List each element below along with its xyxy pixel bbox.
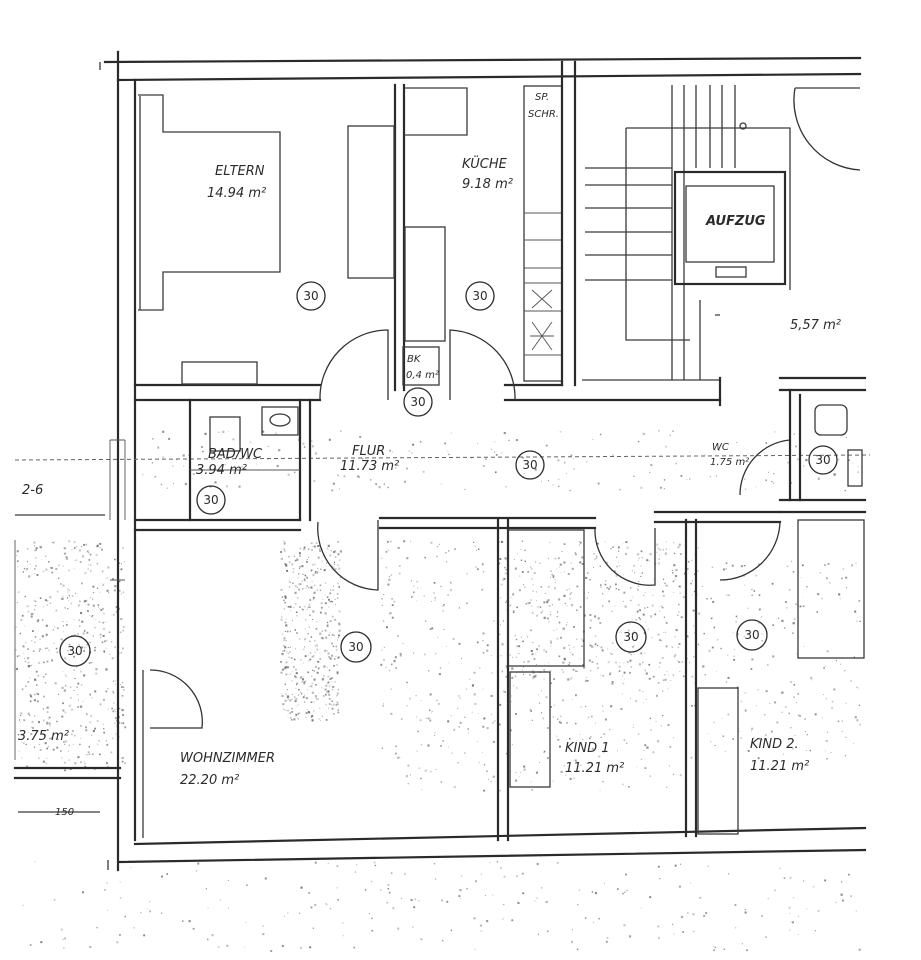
svg-text:30: 30 xyxy=(522,458,537,472)
label-kind2-area: 11.21 m² xyxy=(750,759,809,774)
stairwell xyxy=(582,85,861,381)
svg-text:30: 30 xyxy=(744,628,759,642)
eltern-room xyxy=(133,83,406,402)
label-eltern-name: ELTERN xyxy=(215,164,265,179)
label-sp-line2: SCHR. xyxy=(528,109,559,120)
wc-room xyxy=(739,388,867,514)
svg-text:30: 30 xyxy=(67,644,82,658)
label-section-ref: 2-6 xyxy=(22,483,43,498)
svg-text:30: 30 xyxy=(815,453,830,467)
badge-bad: 30 xyxy=(196,485,226,515)
svg-text:30: 30 xyxy=(203,493,218,507)
bad-wc xyxy=(133,398,302,532)
label-flur-name: FLUR xyxy=(352,444,385,459)
svg-text:30: 30 xyxy=(410,395,425,409)
label-kind2-name: KIND 2. xyxy=(750,737,799,752)
svg-text:30: 30 xyxy=(303,289,318,303)
scan-noise xyxy=(15,430,861,952)
label-kind1-name: KIND 1 xyxy=(565,741,610,756)
label-aufzug: AUFZUG xyxy=(705,214,766,229)
label-kueche-area: 9.18 m² xyxy=(462,177,513,192)
badge-kind2: 30 xyxy=(736,619,768,651)
badge-wc: 30 xyxy=(808,445,838,475)
label-flur-area: 11.73 m² xyxy=(340,459,399,474)
svg-text:30: 30 xyxy=(472,289,487,303)
fire-badges: 30 30 30 30 30 30 30 30 30 30 xyxy=(59,281,838,667)
label-dim-150: 150 xyxy=(55,807,74,818)
badge-kueche: 30 xyxy=(465,281,495,311)
badge-bk: 30 xyxy=(403,387,433,417)
label-wc-name: WC xyxy=(712,442,729,453)
label-kind1-area: 11.21 m² xyxy=(565,761,624,776)
svg-text:30: 30 xyxy=(623,630,638,644)
badge-eltern: 30 xyxy=(296,281,326,311)
label-bad-name: BAD/WC xyxy=(208,447,263,462)
label-wc-area: 1.75 m² xyxy=(710,457,749,468)
label-bk-area: 0,4 m² xyxy=(406,370,439,381)
badge-left-room: 30 xyxy=(59,635,91,667)
outer-walls xyxy=(99,50,867,872)
label-wohnzimmer-name: WOHNZIMMER xyxy=(180,751,275,766)
flur xyxy=(14,329,871,522)
left-partial-room xyxy=(13,439,126,813)
badge-kind1: 30 xyxy=(615,621,647,653)
badge-wohnzimmer: 30 xyxy=(340,631,372,663)
room-labels: ELTERN 14.94 m² KÜCHE 9.18 m² SP. SCHR. … xyxy=(18,92,841,818)
label-left-room-area: 3.75 m² xyxy=(18,729,69,744)
label-landing-area: 5,57 m² xyxy=(790,318,841,333)
kueche-room xyxy=(404,60,722,402)
lower-rooms xyxy=(142,510,865,842)
label-eltern-area: 14.94 m² xyxy=(207,186,266,201)
label-bk-name: BK xyxy=(407,354,422,365)
label-bad-area: 3.94 m² xyxy=(196,463,247,478)
svg-text:30: 30 xyxy=(348,640,363,654)
label-kueche-name: KÜCHE xyxy=(462,155,508,172)
label-sp-line1: SP. xyxy=(535,92,549,103)
badge-flur: 30 xyxy=(515,450,545,480)
label-wohnzimmer-area: 22.20 m² xyxy=(180,773,239,788)
